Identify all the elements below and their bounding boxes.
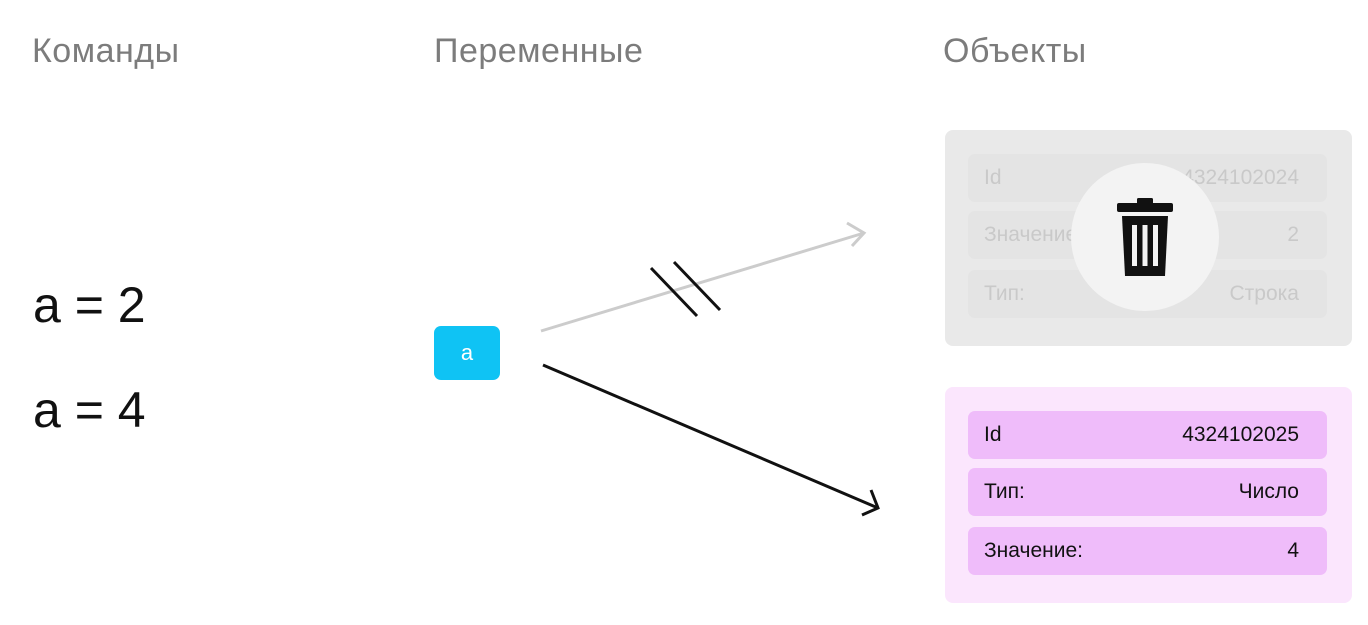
row-label: Тип:: [984, 480, 1025, 503]
broken-link-marks: [649, 260, 722, 318]
old-reference-arrow: [540, 221, 867, 333]
new-object-row-id: Id 4324102025: [968, 411, 1327, 459]
trash-icon: [1117, 198, 1173, 276]
new-object-row-type: Тип: Число: [968, 468, 1327, 516]
new-reference-arrow: [542, 363, 880, 517]
row-value: Число: [1238, 480, 1299, 503]
commands-heading: Команды: [32, 32, 180, 70]
row-value: Строка: [1229, 282, 1299, 305]
objects-heading: Объекты: [943, 32, 1087, 70]
row-label: Значение:: [984, 223, 1083, 246]
row-label: Значение:: [984, 539, 1083, 562]
variable-a: a: [434, 326, 500, 380]
row-value: 4324102024: [1182, 166, 1299, 189]
command-a-equals-4: a = 4: [33, 382, 146, 438]
row-label: Id: [984, 166, 1002, 189]
row-label: Id: [984, 423, 1002, 446]
new-object-row-value: Значение: 4: [968, 527, 1327, 575]
command-a-equals-2: a = 2: [33, 277, 146, 333]
row-value: 4: [1287, 539, 1299, 562]
row-value: 2: [1287, 223, 1299, 246]
new-object-card: Id 4324102025 Тип: Число Значение: 4: [945, 387, 1352, 603]
trash-badge: [1071, 163, 1219, 311]
row-label: Тип:: [984, 282, 1025, 305]
row-value: 4324102025: [1182, 423, 1299, 446]
variables-heading: Переменные: [434, 32, 644, 70]
